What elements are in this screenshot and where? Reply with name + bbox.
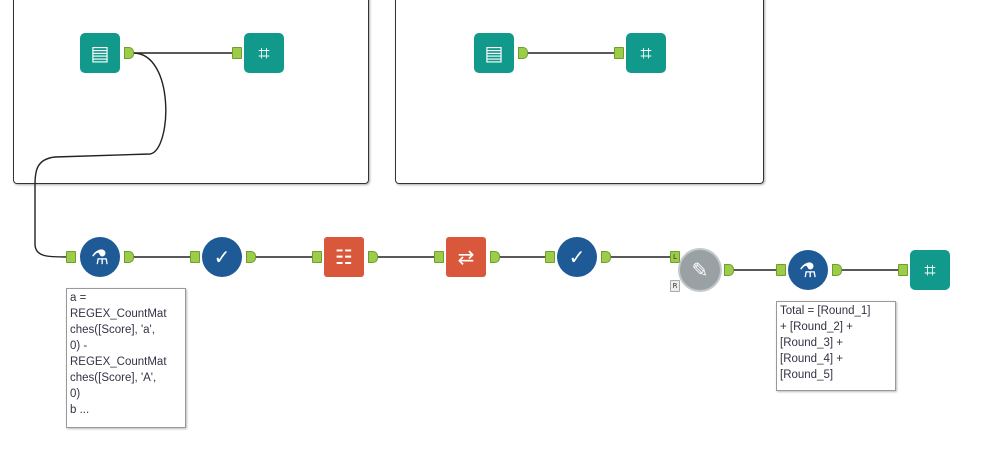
cross-tab-tool[interactable]: ☷ bbox=[324, 237, 364, 277]
formula-tool[interactable]: ⚗ bbox=[80, 237, 120, 277]
browse-tool[interactable]: ⌗ bbox=[244, 33, 284, 73]
tool-container-1[interactable] bbox=[13, 0, 369, 184]
output-anchor[interactable] bbox=[368, 251, 378, 263]
input-anchor[interactable] bbox=[66, 251, 76, 263]
book-icon: ▤ bbox=[484, 41, 504, 65]
connection bbox=[34, 52, 167, 258]
binoculars-icon: ⌗ bbox=[258, 41, 270, 65]
join-right-anchor[interactable]: R bbox=[670, 280, 680, 292]
transpose-icon: ⇄ bbox=[457, 245, 475, 269]
pen-gear-icon: ✎ bbox=[691, 258, 709, 282]
select-tool[interactable]: ✓ bbox=[202, 237, 242, 277]
browse-tool[interactable]: ⌗ bbox=[910, 250, 950, 290]
output-anchor[interactable] bbox=[724, 264, 734, 276]
binoculars-icon: ⌗ bbox=[640, 41, 652, 65]
browse-tool[interactable]: ⌗ bbox=[626, 33, 666, 73]
input-anchor[interactable] bbox=[898, 264, 908, 276]
output-anchor[interactable] bbox=[490, 251, 500, 263]
input-anchor[interactable] bbox=[312, 251, 322, 263]
output-anchor[interactable] bbox=[832, 264, 842, 276]
transpose-tool[interactable]: ⇄ bbox=[446, 237, 486, 277]
input-anchor[interactable] bbox=[545, 251, 555, 263]
input-anchor[interactable] bbox=[232, 47, 242, 59]
input-anchor[interactable] bbox=[776, 264, 786, 276]
output-anchor[interactable] bbox=[124, 47, 134, 59]
select-tool[interactable]: ✓ bbox=[557, 237, 597, 277]
flask-icon: ⚗ bbox=[799, 258, 817, 282]
binoculars-icon: ⌗ bbox=[924, 258, 936, 282]
formula-tool[interactable]: ⚗ bbox=[788, 250, 828, 290]
join-tool[interactable]: ✎ bbox=[680, 250, 720, 290]
output-anchor[interactable] bbox=[124, 251, 134, 263]
input-anchor[interactable] bbox=[434, 251, 444, 263]
flask-icon: ⚗ bbox=[91, 245, 109, 269]
formula-1-annotation: a = REGEX_CountMat ches([Score], 'a', 0)… bbox=[66, 288, 186, 428]
output-anchor[interactable] bbox=[518, 47, 528, 59]
output-anchor[interactable] bbox=[601, 251, 611, 263]
input-data-tool[interactable]: ▤ bbox=[80, 33, 120, 73]
formula-2-annotation: Total = [Round_1] + [Round_2] + [Round_3… bbox=[776, 301, 896, 391]
input-data-tool[interactable]: ▤ bbox=[474, 33, 514, 73]
input-anchor[interactable] bbox=[614, 47, 624, 59]
output-anchor[interactable] bbox=[246, 251, 256, 263]
book-icon: ▤ bbox=[90, 41, 110, 65]
tool-container-2[interactable] bbox=[395, 0, 764, 184]
input-anchor[interactable] bbox=[190, 251, 200, 263]
join-left-anchor[interactable]: L bbox=[670, 251, 680, 263]
crosstab-icon: ☷ bbox=[335, 245, 353, 269]
check-icon: ✓ bbox=[568, 245, 586, 269]
check-icon: ✓ bbox=[213, 245, 231, 269]
